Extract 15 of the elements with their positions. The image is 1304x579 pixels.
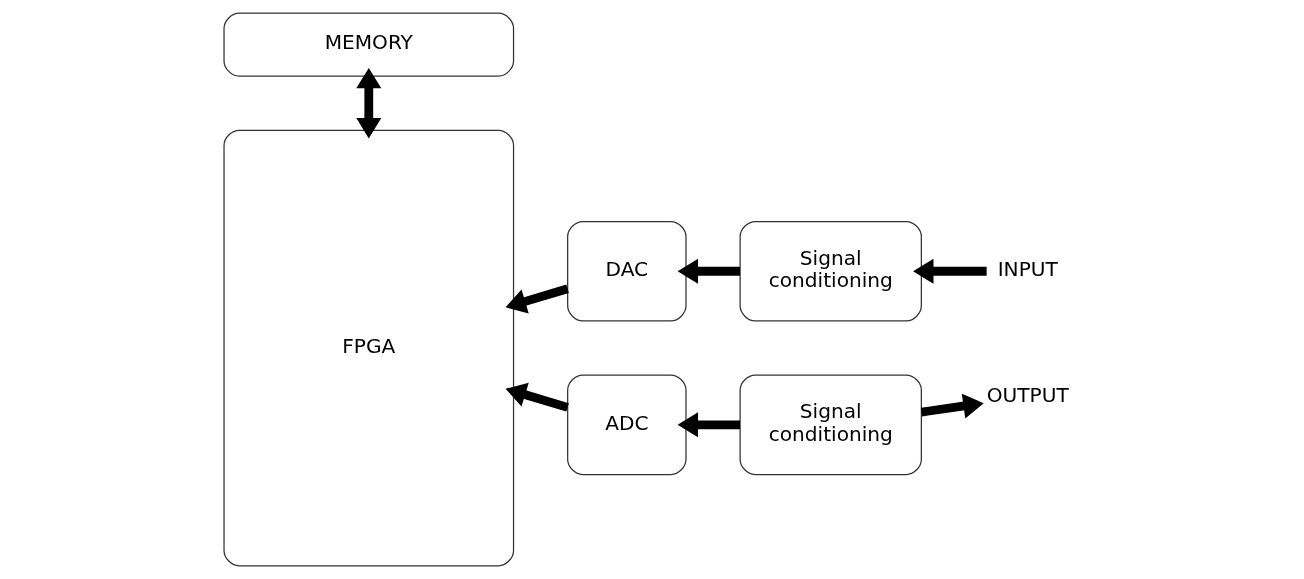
arrow bbox=[913, 258, 987, 284]
node-box: MEMORY bbox=[223, 12, 515, 77]
node-box: ADC bbox=[567, 374, 687, 476]
arrow bbox=[505, 284, 569, 314]
arrow bbox=[356, 67, 382, 139]
node-text: OUTPUT bbox=[986, 382, 1069, 407]
arrow bbox=[505, 382, 569, 412]
node-box: DAC bbox=[567, 220, 687, 322]
node-box: Signal conditioning bbox=[739, 374, 922, 476]
node-text: INPUT bbox=[997, 257, 1058, 282]
arrow bbox=[677, 258, 740, 284]
node-box: FPGA bbox=[223, 129, 515, 567]
arrow bbox=[677, 412, 740, 438]
arrow bbox=[920, 393, 984, 419]
node-box: Signal conditioning bbox=[739, 220, 922, 322]
